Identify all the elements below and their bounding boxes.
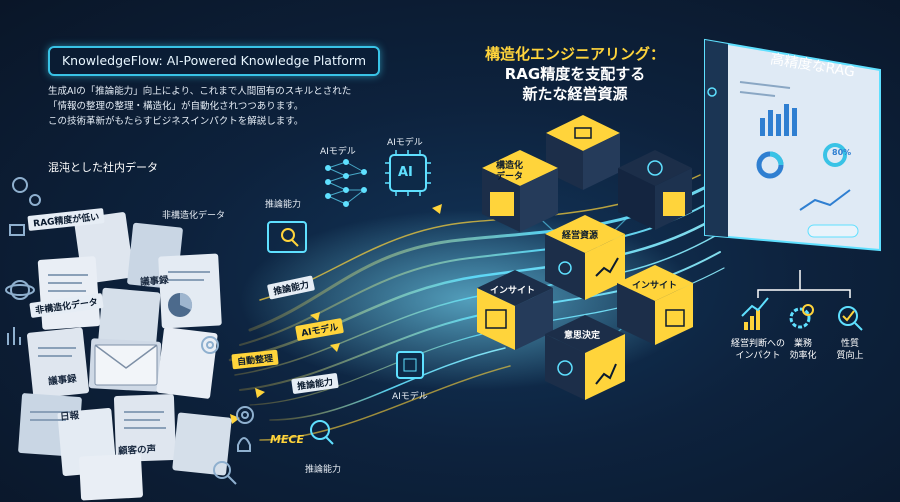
flow-label-ai-model-3: AIモデル [392, 392, 428, 402]
intro-line-2: 「情報の整理の整理・構造化」が自動化されつつあります。 [48, 101, 304, 112]
cube-insight-left [477, 270, 553, 350]
ai-chip-icon [385, 150, 431, 196]
flow-label-ai-model-2: AIモデル [387, 138, 423, 148]
platform-title: KnowledgeFlow: AI-Powered Knowledge Plat… [48, 46, 380, 76]
outcome-efficiency: 業務 効率化 [786, 338, 820, 362]
screen-stat: 80% [832, 148, 852, 157]
paper-label-customer-voice: 顧客の声 [117, 444, 157, 457]
outcome-1-line-2: インパクト [735, 351, 781, 361]
stream-arrows [230, 204, 442, 424]
cube-top [546, 115, 620, 190]
outcome-3-line-2: 質向上 [836, 351, 864, 361]
cube-label-insight-left: インサイト [490, 286, 536, 296]
chip-icon-bottom [396, 351, 424, 379]
ai-chip-text: AI [398, 165, 413, 180]
center-heading: 構造化エンジニアリング： RAG精度を支配する 新たな経営資源 [480, 44, 670, 104]
cube-label-resources: 経営資源 [562, 231, 599, 241]
paper-label-minutes-2: 議事録 [47, 373, 78, 388]
cube-right-top [618, 150, 692, 230]
cube-decision [545, 315, 625, 400]
outcome-2-line-1: 業務 [793, 339, 812, 349]
cube-label-insight-right: インサイト [632, 281, 678, 291]
outcome-icons [741, 270, 863, 331]
cube-structured-data [482, 150, 558, 232]
cube-label-decision: 意思決定 [564, 331, 601, 341]
scattered-icons [5, 177, 254, 485]
magnifier-icon [267, 221, 334, 445]
outcome-2-line-2: 効率化 [789, 351, 817, 361]
neural-network-icon [325, 159, 367, 207]
outcome-1-line-1: 経営判断への [730, 339, 785, 349]
cube-resources [545, 215, 625, 300]
heading-line-2: RAG精度を支配する [504, 65, 646, 83]
flow-label-unstructured: 非構造化データ [162, 211, 226, 221]
flow-label-mece: MECE [270, 433, 305, 446]
documents-pile [18, 212, 232, 501]
cube-insight-right [617, 265, 693, 345]
intro-text: 生成AIの「推論能力」向上により、これまで人間固有のスキルとされた 「情報の整理… [48, 84, 378, 129]
flow-label-reasoning-1: 推論能力 [265, 200, 302, 210]
heading-line-1: 構造化エンジニアリング： [484, 45, 665, 63]
heading-line-3: 新たな経営資源 [522, 85, 628, 103]
outcome-quality: 性質 質向上 [832, 338, 868, 362]
intro-line-1: 生成AIの「推論能力」向上により、これまで人間固有のスキルとされた [48, 86, 352, 97]
chaotic-data-label: 混沌とした社内データ [48, 161, 158, 174]
rag-dashboard [704, 38, 881, 252]
paper-label-minutes-1: 議事録 [139, 275, 169, 288]
intro-line-3: この技術革新がもたらすビジネスインパクトを解説します。 [48, 116, 304, 127]
outcome-management-impact: 経営判断への インパクト [726, 338, 790, 362]
outcome-3-line-1: 性質 [840, 339, 859, 349]
paper-label-daily-report: 日報 [59, 410, 80, 423]
flow-label-ai-model-1: AIモデル [320, 147, 356, 157]
cube-label-structured-data: 構造化 データ [496, 161, 524, 182]
flow-label-reasoning-3: 推論能力 [305, 465, 342, 475]
